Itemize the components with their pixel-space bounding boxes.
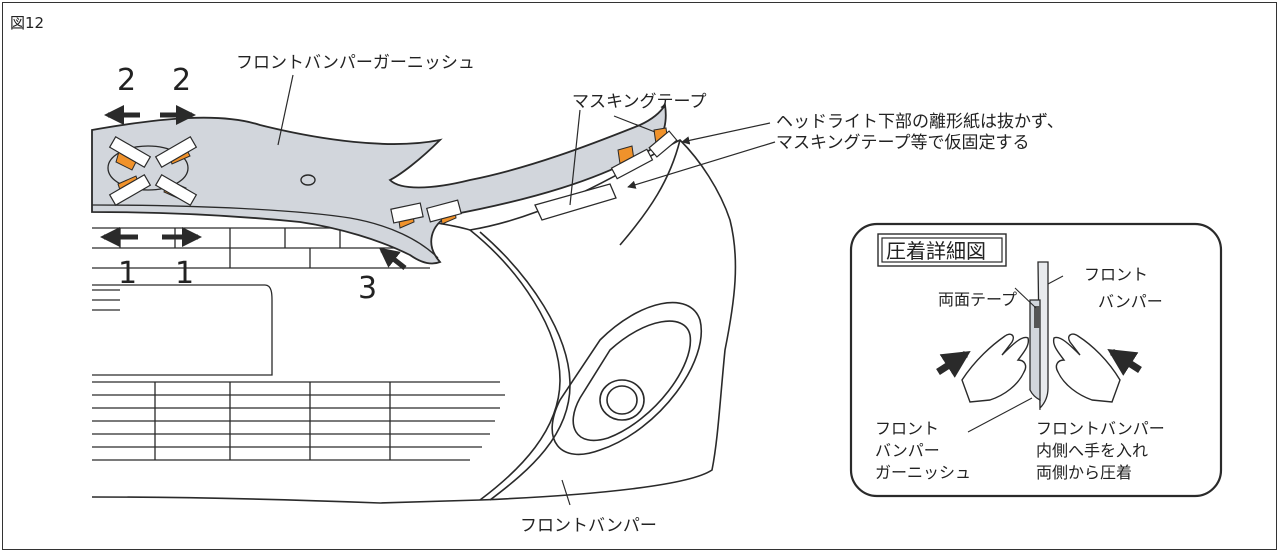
inset-title: 圧着詳細図 xyxy=(886,239,986,263)
right-hand-icon xyxy=(1052,333,1121,403)
step-number-2-right: 2 xyxy=(172,63,191,98)
masking-tape-strip xyxy=(534,183,617,221)
tape-tab-side-1 xyxy=(390,202,424,229)
front-bumper-garnish xyxy=(91,102,667,265)
step-number-2-left: 2 xyxy=(117,63,136,98)
inset-label-double-tape: 両面テープ xyxy=(938,290,1017,309)
step-number-3: 3 xyxy=(358,271,377,306)
leader-masking-tape xyxy=(569,109,581,206)
tape-tab-side-2 xyxy=(425,199,463,225)
inset-label-garnish-line2: バンパー xyxy=(875,441,940,460)
inset-label-bumper-line1: フロント xyxy=(1084,265,1148,284)
label-headlight-note-line2: マスキングテープ等で仮固定する xyxy=(776,133,1029,153)
leader-headlight-note-2 xyxy=(627,141,776,189)
tape-tab-upper-right xyxy=(154,135,198,169)
figure-number: 図12 xyxy=(10,14,44,32)
tape-tab-side-3 xyxy=(610,145,654,180)
press-arrow-left-icon xyxy=(936,350,971,378)
inset-label-press-line3: 両側から圧着 xyxy=(1036,463,1132,482)
tape-tabs xyxy=(108,127,678,229)
tape-tab-upper-left xyxy=(108,135,152,171)
grille xyxy=(92,227,505,461)
leader-front-bumper xyxy=(561,479,571,506)
left-hand-icon xyxy=(961,333,1030,403)
arrow-3-icon xyxy=(378,247,407,270)
label-garnish: フロントバンパーガーニッシュ xyxy=(236,53,475,73)
front-bumper-body xyxy=(91,139,737,504)
inset-detail: 圧着詳細図 両面テープ フロント バンパー フロント バンパー ガーニッシュ フ… xyxy=(849,222,1223,498)
label-masking-tape: マスキングテープ xyxy=(572,92,706,112)
pull-arrows xyxy=(100,105,407,270)
garnish-hole-icon xyxy=(300,174,316,186)
leader-garnish xyxy=(277,74,294,146)
inset-label-bumper-line2: バンパー xyxy=(1098,292,1163,311)
leader-headlight-note-1 xyxy=(681,122,771,145)
tape-tab-side-4 xyxy=(648,127,678,158)
inset-label-press-line2: 内側へ手を入れ xyxy=(1036,441,1148,460)
inset-label-garnish-line1: フロント xyxy=(875,419,939,438)
inset-label-garnish-line3: ガーニッシュ xyxy=(875,463,971,482)
inset-label-press-line1: フロントバンパー xyxy=(1036,419,1165,438)
tape-tab-lower-right xyxy=(154,173,198,207)
step-number-1-right: 1 xyxy=(175,256,194,291)
tape-tab-lower-left xyxy=(108,173,152,207)
step-number-1-left: 1 xyxy=(118,256,137,291)
label-headlight-note-line1: ヘッドライト下部の離形紙は抜かず、 xyxy=(776,112,1064,132)
press-arrow-right-icon xyxy=(1107,348,1142,376)
inset-double-tape xyxy=(1034,306,1040,328)
label-front-bumper: フロントバンパー xyxy=(520,516,657,536)
